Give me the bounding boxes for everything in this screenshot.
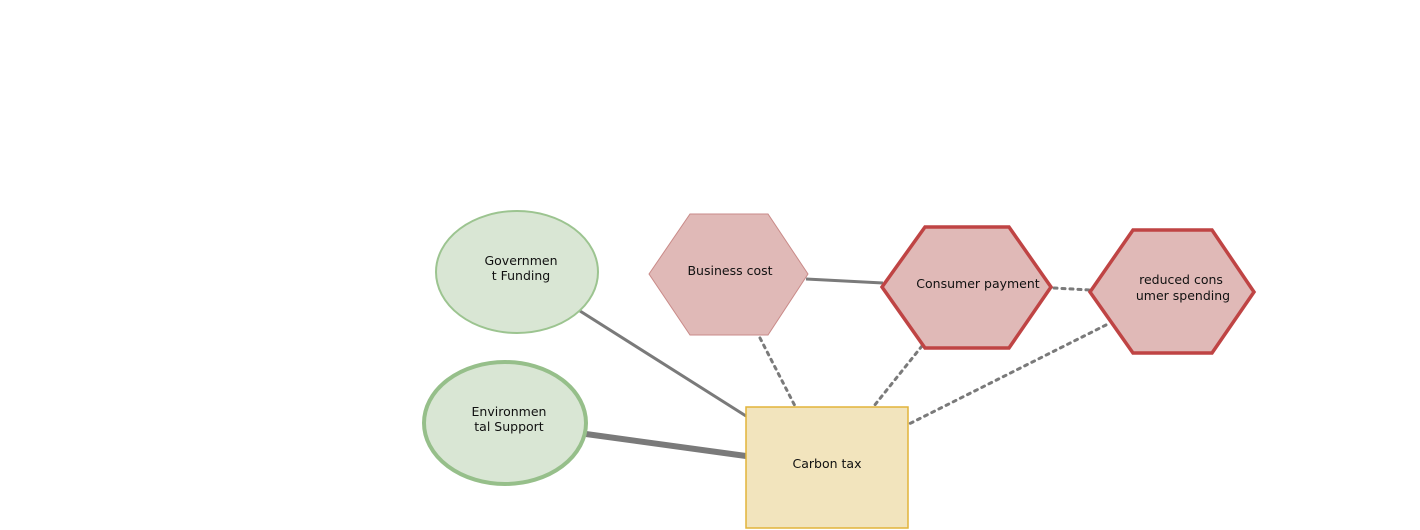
node-label-line-1: Business cost — [687, 263, 772, 278]
node-shape — [879, 225, 1054, 350]
edge-reduced-spending-carbon-tax — [907, 323, 1108, 426]
node-shape — [648, 213, 809, 336]
node-label-line-1: reduced cons — [1139, 272, 1223, 287]
node-government-funding[interactable]: Governmen t Funding — [435, 210, 599, 334]
edge-business-cost-carbon-tax — [758, 336, 797, 408]
node-label-line-1: Consumer payment — [916, 276, 1039, 291]
node-label-line-2: tal Support — [474, 419, 544, 434]
node-reduced-consumer-spending[interactable]: reduced cons umer spending — [1087, 228, 1257, 355]
edge-environmental-support-carbon-tax — [585, 431, 747, 459]
node-carbon-tax[interactable]: Carbon tax — [745, 406, 909, 529]
edge-government-funding-carbon-tax — [579, 309, 747, 418]
node-business-cost[interactable]: Business cost — [648, 213, 809, 336]
node-shape — [435, 210, 599, 334]
node-label-line-2: umer spending — [1136, 288, 1230, 303]
node-shape — [422, 360, 588, 486]
edge-consumer-payment-carbon-tax — [872, 344, 924, 408]
node-label-line-1: Governmen — [484, 253, 557, 268]
edge-business-cost-consumer-payment — [805, 277, 884, 285]
edge-consumer-payment-reduced-spending — [1052, 286, 1092, 292]
node-environmental-support[interactable]: Environmen tal Support — [422, 360, 588, 486]
node-shape — [745, 406, 909, 529]
node-label-line-1: Carbon tax — [793, 456, 862, 471]
edges — [579, 277, 1108, 459]
node-shape — [1087, 228, 1257, 355]
node-label-line-1: Environmen — [472, 404, 547, 419]
node-consumer-payment[interactable]: Consumer payment — [879, 225, 1054, 350]
node-label-line-2: t Funding — [492, 268, 551, 283]
